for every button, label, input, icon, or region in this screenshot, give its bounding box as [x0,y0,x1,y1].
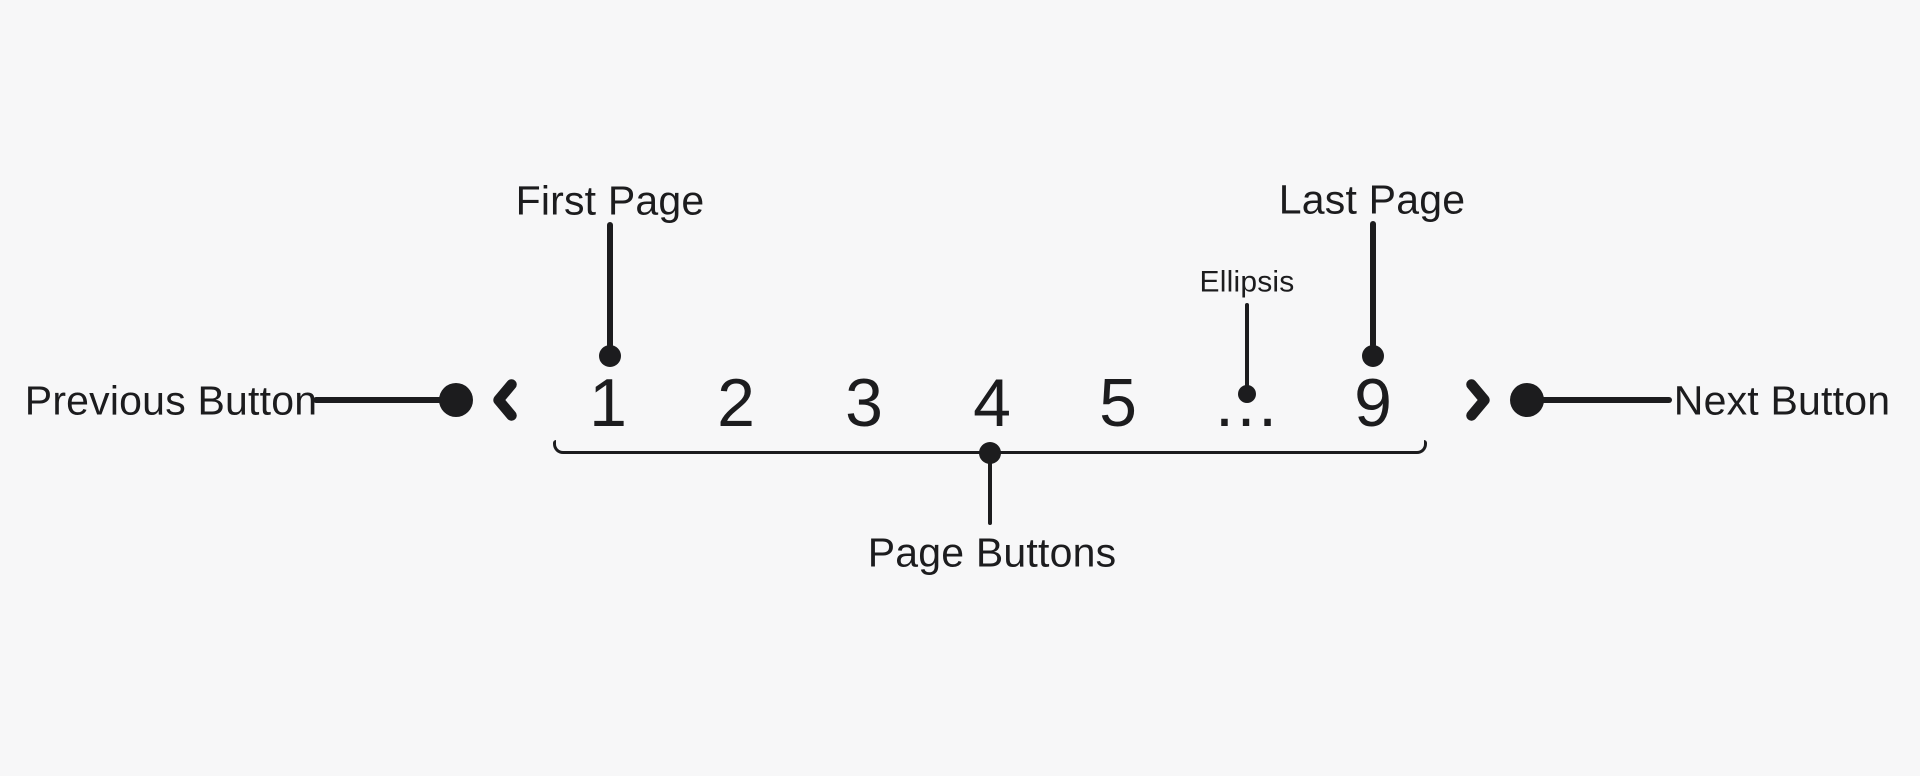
page-button-2[interactable]: 2 [717,365,755,441]
page-button-9[interactable]: 9 [1354,365,1392,441]
last-page-callout-line [1370,221,1376,348]
first-page-callout-dot [599,345,621,367]
previous-leader-line [313,397,445,403]
next-button-label: Next Button [1673,377,1891,424]
page-buttons-label: Page Buttons [867,529,1117,576]
chevron-right-icon [1466,379,1490,421]
page-button-4[interactable]: 4 [973,365,1011,441]
next-leader-line [1540,397,1672,403]
page-button-5[interactable]: 5 [1099,365,1137,441]
last-page-label: Last Page [1278,176,1466,223]
next-callout-dot [1510,383,1544,417]
chevron-left-icon [493,379,517,421]
ellipsis-label: Ellipsis [1199,265,1295,299]
first-page-callout-line [607,222,613,348]
previous-button[interactable] [488,377,522,428]
page-button-3[interactable]: 3 [845,365,883,441]
next-button[interactable] [1461,377,1495,428]
first-page-label: First Page [515,177,705,224]
page-button-1[interactable]: 1 [589,365,627,441]
previous-button-label: Previous Button [24,377,318,424]
last-page-callout-dot [1362,345,1384,367]
previous-callout-dot [439,383,473,417]
ellipsis-callout-line [1245,303,1249,389]
ellipsis-callout-dot [1238,385,1256,403]
page-buttons-callout-line [988,453,992,525]
